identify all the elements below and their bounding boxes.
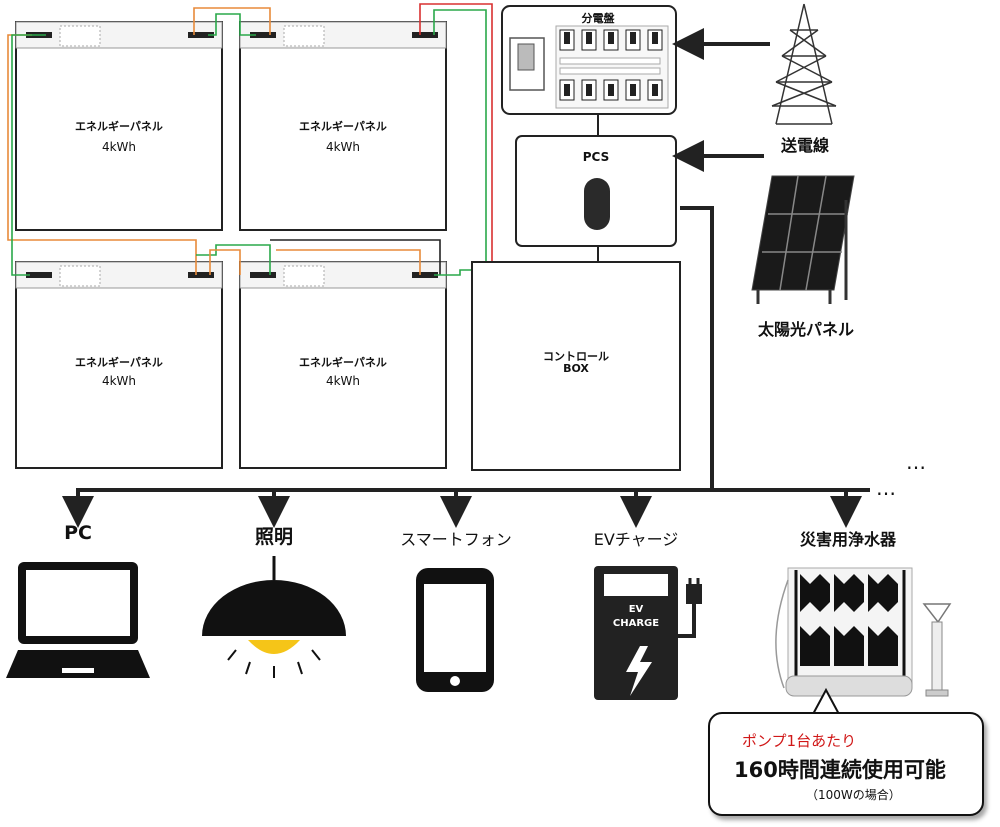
battery-panel-4-name: エネルギーパネル	[299, 356, 387, 369]
battery-panel-1	[15, 21, 223, 231]
solar-label: 太陽光パネル	[757, 320, 854, 339]
ev-screen-line-2: CHARGE	[612, 618, 660, 629]
battery-panel-3-capacity: 4kWh	[101, 374, 137, 388]
callout-condition: （100Wの場合）	[806, 788, 901, 802]
control-box-label-2: BOX	[563, 362, 589, 375]
battery-panel-3-name: エネルギーパネル	[75, 356, 163, 369]
battery-panel-4	[239, 261, 447, 469]
control-box-label-1: コントロール	[543, 350, 609, 363]
control-box	[471, 261, 681, 471]
device-label-smartphone: スマートフォン	[400, 530, 512, 549]
battery-panel-1-capacity: 4kWh	[101, 140, 137, 154]
device-label-pc: PC	[64, 522, 92, 544]
more-devices-ellipsis-top: …	[906, 450, 926, 474]
ev-charger-icon	[594, 566, 702, 700]
battery-panel-4-capacity: 4kWh	[325, 374, 361, 388]
transmission-tower-icon	[771, 3, 837, 125]
device-label-water-purifier: 災害用浄水器	[799, 530, 896, 549]
pc-monitor-icon	[6, 562, 150, 678]
callout-per-pump: ポンプ1台あたり	[742, 732, 857, 750]
callout-runtime: 160時間連続使用可能	[734, 758, 946, 782]
solar-panel-icon	[751, 175, 855, 304]
power-bus	[62, 206, 870, 528]
battery-panel-3	[15, 261, 223, 469]
device-label-ev-charge: EVチャージ	[593, 530, 679, 549]
pcs-unit	[515, 135, 677, 247]
ceiling-lamp-icon	[202, 556, 346, 678]
smartphone-icon	[416, 568, 494, 692]
device-label-lighting: 照明	[254, 526, 293, 548]
distribution-board-label: 分電盤	[581, 12, 615, 25]
battery-panel-2-name: エネルギーパネル	[299, 120, 387, 133]
battery-panel-1-name: エネルギーパネル	[75, 120, 163, 133]
panel-wiring	[7, 3, 493, 276]
more-devices-ellipsis-bottom: …	[876, 476, 896, 500]
water-purifier-icon	[775, 567, 952, 697]
pcs-label: PCS	[582, 150, 610, 164]
distribution-board	[501, 5, 677, 115]
power-line-label: 送電線	[780, 136, 829, 155]
ev-screen-line-1: EV	[628, 604, 644, 615]
battery-panel-2-capacity: 4kWh	[325, 140, 361, 154]
runtime-callout: ポンプ1台あたり 160時間連続使用可能 （100Wの場合）	[708, 712, 984, 816]
battery-panel-2	[239, 21, 447, 231]
